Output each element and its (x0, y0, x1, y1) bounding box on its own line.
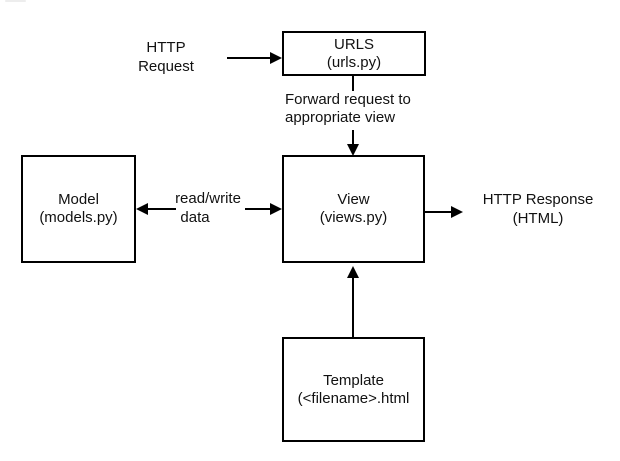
model-view-arrow-left-line (147, 208, 176, 210)
arrowhead-down-icon (347, 144, 359, 156)
model-node-title: Model (58, 191, 99, 208)
urls-node-filename: (urls.py) (326, 53, 382, 71)
http-request-arrow-line (227, 57, 271, 59)
http-request-label-line1: HTTP (146, 39, 186, 56)
arrowhead-right-icon (270, 52, 282, 64)
arrowhead-left-icon (136, 203, 148, 215)
model-node-filename: (models.py) (39, 209, 118, 226)
http-response-label-line1: HTTP Response (482, 191, 594, 208)
arrowhead-up-icon (347, 266, 359, 278)
view-node: View (views.py) (282, 155, 425, 263)
arrowhead-right-icon (451, 206, 463, 218)
http-response-label: HTTP Response (HTML) (467, 190, 609, 228)
read-write-label-line1: read/write (175, 190, 241, 207)
view-node-filename: (views.py) (319, 209, 388, 226)
urls-to-view-connector-stub (352, 76, 354, 91)
http-request-label: HTTP Request (118, 38, 214, 76)
urls-node: URLS (urls.py) (282, 31, 426, 76)
http-response-label-line2: (HTML) (512, 210, 564, 227)
model-view-arrow-right-line (245, 208, 271, 210)
template-to-view-arrow-line (352, 277, 354, 337)
model-node: Model (models.py) (21, 155, 136, 263)
forward-request-label-line2: appropriate view (285, 109, 396, 126)
urls-node-title: URLS (333, 35, 374, 53)
screenshot-corner-artifact (5, 0, 26, 2)
template-node-filename: (<filename>.html (297, 389, 410, 407)
urls-to-view-arrow-line (352, 130, 354, 145)
view-node-title: View (337, 191, 370, 208)
template-node-title: Template (323, 371, 384, 389)
template-node: Template (<filename>.html (282, 337, 425, 442)
forward-request-label: Forward request to appropriate view (285, 91, 425, 127)
http-request-label-line2: Request (138, 58, 194, 75)
arrowhead-right-icon (270, 203, 282, 215)
view-to-response-arrow-line (425, 211, 452, 213)
read-write-label-line2: data (180, 209, 210, 226)
forward-request-label-line1: Forward request to (285, 91, 411, 108)
